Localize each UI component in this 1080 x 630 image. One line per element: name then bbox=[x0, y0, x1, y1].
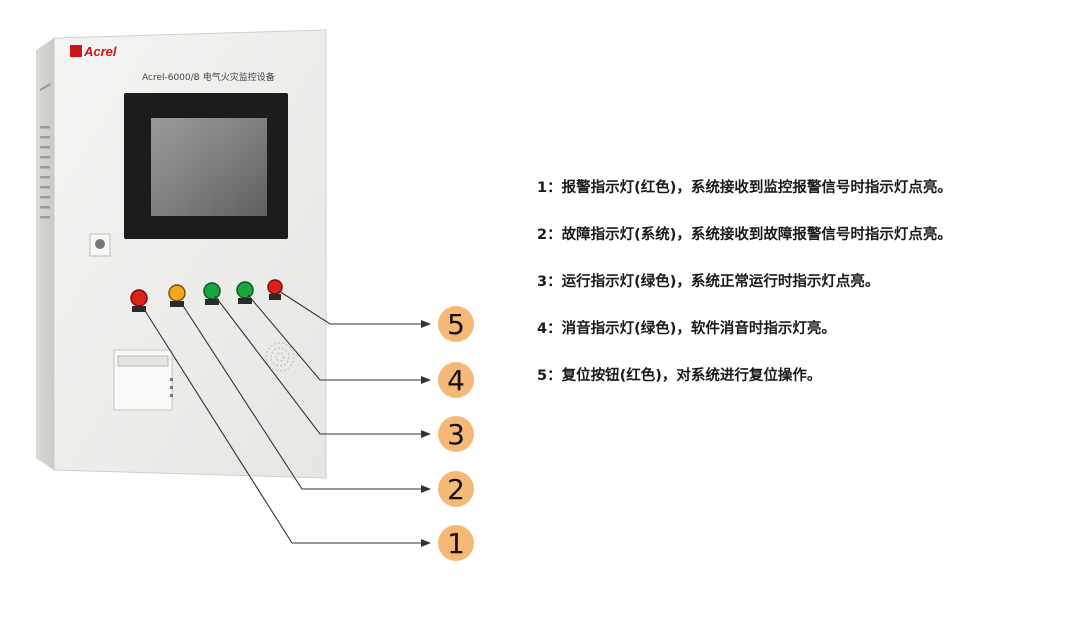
callout-circle bbox=[438, 525, 474, 561]
indicator-lamps bbox=[130, 279, 283, 312]
lamp-2 bbox=[168, 284, 186, 307]
leader-lines bbox=[141, 290, 431, 547]
speaker-grille bbox=[265, 342, 295, 372]
callout-circle bbox=[438, 306, 474, 342]
brand-name: Acrel bbox=[83, 44, 117, 59]
leader-line-3 bbox=[214, 295, 431, 438]
legend-item-2: 2：故障指示灯(系统)，系统接收到故障报警信号时指示灯点亮。 bbox=[537, 227, 952, 243]
touch-screen bbox=[124, 93, 288, 239]
callout-3: 3 bbox=[438, 416, 474, 452]
callout-circle bbox=[438, 362, 474, 398]
leader-line-4 bbox=[247, 294, 431, 384]
leader-line-2 bbox=[179, 300, 431, 493]
callout-number: 1 bbox=[447, 527, 465, 560]
callout-2: 2 bbox=[438, 471, 474, 507]
legend-item-5: 5：复位按钮(红色)，对系统进行复位操作。 bbox=[537, 368, 822, 384]
legend: 1：报警指示灯(红色)，系统接收到监控报警信号时指示灯点亮。 2：故障指示灯(系… bbox=[537, 176, 1072, 411]
brand-logo: Acrel bbox=[70, 44, 117, 59]
model-title: Acrel-6000/B 电气火灾监控设备 bbox=[142, 71, 275, 83]
callout-5: 5 bbox=[438, 306, 474, 342]
callout-number: 5 bbox=[447, 308, 465, 341]
screen-display bbox=[151, 118, 267, 216]
callout-1: 1 bbox=[438, 525, 474, 561]
callout-4: 4 bbox=[438, 362, 474, 398]
side-vents bbox=[40, 83, 50, 219]
callouts: 5 4 3 2 1 bbox=[438, 306, 474, 561]
thermal-printer bbox=[113, 349, 173, 411]
leader-line-5 bbox=[278, 290, 431, 328]
lamp-3 bbox=[203, 282, 221, 305]
callout-number: 2 bbox=[447, 473, 465, 506]
leader-line-1 bbox=[141, 305, 431, 547]
callout-number: 3 bbox=[447, 418, 465, 451]
lamp-4 bbox=[236, 281, 254, 304]
legend-item-4: 4：消音指示灯(绿色)，软件消音时指示灯亮。 bbox=[537, 321, 836, 337]
callout-circle bbox=[438, 471, 474, 507]
lamp-5 bbox=[267, 279, 283, 300]
lamp-1 bbox=[130, 289, 148, 312]
cabinet-side bbox=[36, 38, 54, 470]
callout-circle bbox=[438, 416, 474, 452]
callout-number: 4 bbox=[447, 364, 465, 397]
legend-item-1: 1：报警指示灯(红色)，系统接收到监控报警信号时指示灯点亮。 bbox=[537, 180, 952, 196]
key-switch bbox=[89, 233, 111, 257]
key-lock-icon bbox=[95, 239, 105, 249]
legend-item-3: 3：运行指示灯(绿色)，系统正常运行时指示灯点亮。 bbox=[537, 274, 880, 290]
printer-slot bbox=[117, 355, 169, 367]
brand-mark-icon bbox=[70, 45, 82, 57]
